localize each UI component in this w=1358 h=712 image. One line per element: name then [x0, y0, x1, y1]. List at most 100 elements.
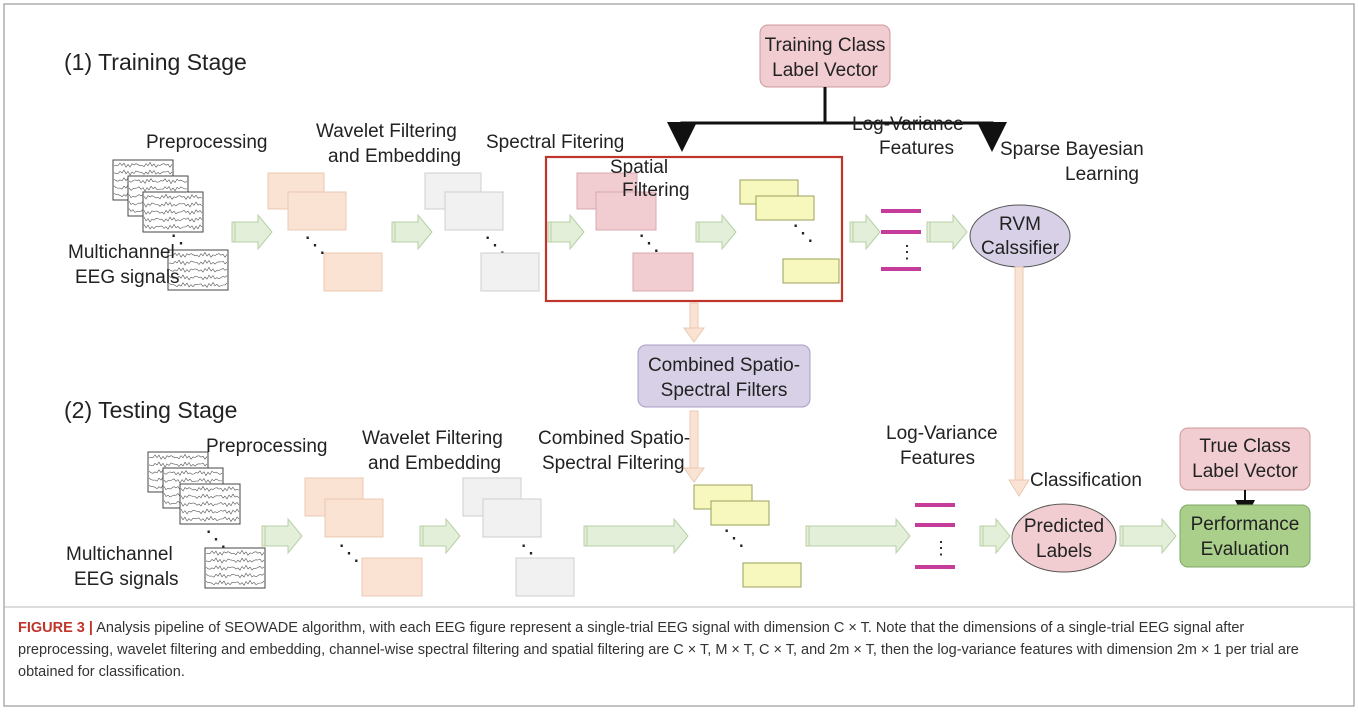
label-to-spatial-arrow [667, 87, 827, 152]
eeg-trace [168, 266, 228, 273]
spatial-label-2: Filtering [622, 180, 690, 201]
eeg-trace [205, 572, 265, 579]
classification-label: Classification [1030, 470, 1142, 491]
train-arrow-spectral-spatial [695, 213, 737, 251]
train-spatial-box-2 [755, 195, 815, 221]
rvm-label-1: RVM [999, 214, 1041, 235]
test-eeg-stack-icon: ⋱ [147, 451, 266, 589]
eeg-trace [168, 259, 228, 266]
eeg-trace [143, 223, 203, 231]
train-eeg-dots: ⋱ [170, 230, 192, 255]
eeg-trace [143, 193, 203, 200]
test-combined-box-3 [742, 562, 802, 588]
test-preprocessing-label: Preprocessing [206, 436, 327, 457]
train-eeg-label-1: Multichannel [68, 242, 175, 263]
train-logvar-vdots: ⋮ [898, 242, 916, 262]
spatial-filtering-frame [544, 155, 844, 303]
test-arrow-logvar-predicted [979, 517, 1011, 555]
eeg-trace [143, 201, 203, 208]
test-logvar-vdots: ⋮ [932, 538, 950, 558]
eeg-trace [205, 564, 265, 571]
combined-to-test-arrow [683, 410, 705, 483]
eeg-trace [180, 500, 240, 507]
eeg-trace [128, 178, 188, 185]
test-arrow-eeg-preproc [261, 517, 303, 555]
rvm-to-predicted-arrow [1008, 266, 1030, 497]
training-label-line1: Training Class [765, 35, 886, 56]
test-combined-box-2 [710, 500, 770, 526]
train-logvar-label-1: Log-Variance [852, 114, 964, 135]
predicted-line1: Predicted [1024, 516, 1104, 537]
train-wavelet-box-2 [444, 191, 504, 231]
train-preprocessing-label: Preprocessing [146, 132, 267, 153]
figure-caption: FIGURE 3 | Analysis pipeline of SEOWADE … [18, 617, 1340, 683]
eeg-trace [148, 461, 208, 468]
eeg-trace [205, 579, 265, 586]
eeg-trace [128, 185, 188, 192]
test-eeg-dots: ⋱ [205, 526, 227, 551]
eeg-trace [205, 557, 265, 564]
train-logvar-bar-3 [881, 267, 921, 271]
rvm-label-2: Calssifier [981, 238, 1060, 259]
test-combined-dots: ⋱ [723, 525, 745, 550]
train-spatial-box-3 [782, 258, 840, 284]
test-wavelet-box-3 [515, 557, 575, 597]
train-preproc-box-3 [323, 252, 383, 292]
eeg-trace [168, 281, 228, 288]
test-eeg-label-2: EEG signals [74, 569, 179, 590]
train-wavelet-label-2: and Embedding [328, 146, 461, 167]
train-spectral-dots: ⋱ [638, 230, 660, 255]
test-logvar-label-1: Log-Variance [886, 423, 998, 444]
eeg-trace [168, 274, 228, 281]
eeg-trace [180, 485, 240, 492]
train-spatial-dots: ⋱ [792, 220, 814, 245]
test-arrow-wavelet-combined [583, 517, 689, 555]
eeg-trace [163, 477, 223, 484]
test-logvar-bar-2 [915, 523, 955, 527]
test-wavelet-label-2: and Embedding [368, 453, 501, 474]
eeg-trace [143, 216, 203, 223]
combined-filters-box [637, 344, 811, 408]
train-wavelet-box-3 [480, 252, 540, 292]
test-flow-arrows [261, 517, 1177, 555]
train-wavelet-dots: ⋱ [484, 232, 506, 257]
test-combined-label-1: Combined Spatio- [538, 428, 690, 449]
caption-text: Analysis pipeline of SEOWADE algorithm, … [18, 620, 1299, 680]
training-label-line2: Label Vector [772, 60, 878, 81]
outer-border [3, 3, 1355, 707]
predicted-labels-ellipse [1011, 503, 1117, 573]
test-arrow-combined-logvar [805, 517, 911, 555]
train-eeg-label-2: EEG signals [75, 267, 180, 288]
test-preproc-box-3 [361, 557, 423, 597]
train-logvar-bar-1 [881, 209, 921, 213]
performance-line1: Performance [1191, 514, 1300, 535]
train-logvar-bar-2 [881, 230, 921, 234]
train-arrow-preproc-wavelet [391, 213, 433, 251]
eeg-trace [168, 251, 228, 258]
train-spectral-label: Spectral Fitering [486, 132, 624, 153]
combined-filters-line2: Spectral Filters [661, 380, 788, 401]
sbl-label-2: Learning [1065, 164, 1139, 185]
train-logvar-label-2: Features [879, 138, 954, 159]
test-wavelet-box-2 [482, 498, 542, 538]
spatial-label-1: Spatial [610, 157, 668, 178]
performance-evaluation-box [1179, 504, 1311, 568]
train-arrow-wavelet-spectral [547, 213, 585, 251]
spatial-to-combined-arrow [683, 302, 705, 343]
eeg-trace [180, 493, 240, 500]
eeg-trace [113, 161, 173, 168]
train-wavelet-label-1: Wavelet Filtering [316, 121, 457, 142]
eeg-trace [148, 453, 208, 460]
test-arrow-preproc-wavelet [419, 517, 461, 555]
train-spectral-box-2 [595, 191, 657, 231]
train-spectral-box-3 [632, 252, 694, 292]
test-combined-label-2: Spectral Filtering [542, 453, 685, 474]
test-eeg-label-1: Multichannel [66, 544, 173, 565]
eeg-trace [180, 515, 240, 523]
combined-filters-line1: Combined Spatio- [648, 355, 800, 376]
train-flow-arrows [231, 213, 968, 251]
true-label-line1: True Class [1199, 436, 1290, 457]
test-logvar-label-2: Features [900, 448, 975, 469]
